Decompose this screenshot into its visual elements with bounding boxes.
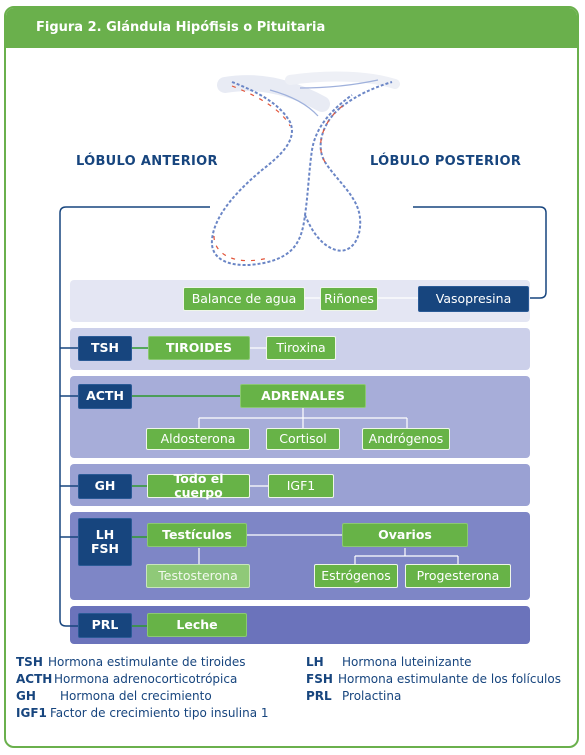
progesterone-node: Progesterona xyxy=(405,564,511,588)
testes-node: Testículos xyxy=(147,523,247,547)
ovaries-node: Ovarios xyxy=(342,523,468,547)
anterior-lobe-label: LÓBULO ANTERIOR xyxy=(76,154,218,169)
igf1-node: IGF1 xyxy=(268,474,334,498)
androgens-node: Andrógenos xyxy=(362,428,450,450)
milk-node: Leche xyxy=(147,613,247,637)
vasopressin-node: Vasopresina xyxy=(418,286,529,312)
prl-hormone-box: PRL xyxy=(78,613,132,638)
tsh-hormone-box: TSH xyxy=(78,336,132,361)
whole-body-node: Todo el cuerpo xyxy=(147,471,250,500)
estrogens-node: Estrógenos xyxy=(314,564,398,588)
adrenals-node: ADRENALES xyxy=(240,384,366,408)
lh-label: LH xyxy=(95,526,115,542)
kidneys-node: Riñones xyxy=(320,287,378,311)
cortisol-node: Cortisol xyxy=(266,428,340,450)
fsh-label: FSH xyxy=(90,541,119,556)
figure-header: Figura 2. Glándula Hipófisis o Pituitari… xyxy=(6,8,577,48)
posterior-lobe-label: LÓBULO POSTERIOR xyxy=(370,154,522,169)
prl-band xyxy=(70,606,530,644)
aldosterone-node: Aldosterona xyxy=(146,428,250,450)
thyroxine-node: Tiroxina xyxy=(266,336,336,360)
lh-fsh-hormone-box: LH FSH xyxy=(78,518,132,566)
acth-hormone-box: ACTH xyxy=(78,384,132,409)
gh-hormone-box: GH xyxy=(78,474,132,499)
figure-title: Figura 2. Glándula Hipófisis o Pituitari… xyxy=(36,20,326,35)
thyroid-node: TIROIDES xyxy=(148,336,250,360)
water-balance-node: Balance de agua xyxy=(183,287,305,311)
testosterone-node: Testosterona xyxy=(146,564,250,588)
